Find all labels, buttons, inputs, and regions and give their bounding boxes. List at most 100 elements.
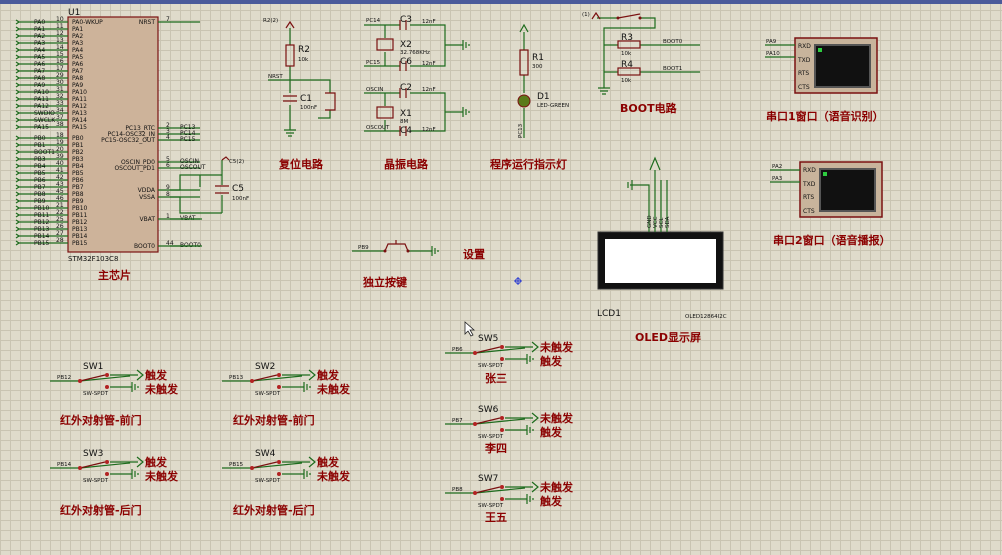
resistor-r3[interactable] [617, 40, 641, 49]
switch-net: PB7 [452, 418, 463, 424]
switch-bottom-label: 触发 [539, 425, 563, 439]
x2-value: 32.768KHz [400, 50, 430, 56]
oled-pin-scl: SCL [659, 217, 665, 228]
mcu-left-net-label: SWDIO [34, 110, 55, 117]
mcu-left-pin-number: 17 [56, 65, 64, 72]
mcu-left-pin-number: 34 [56, 107, 64, 114]
mcu-body[interactable] [67, 16, 159, 253]
switch-top-label: 触发 [316, 368, 340, 382]
switch-bottom-label: 未触发 [144, 469, 179, 483]
mcu-left-net-label: PB9 [34, 198, 46, 205]
mcu-left-pin-number: 11 [56, 23, 64, 30]
mcu-left-pin-name: PB3 [72, 156, 84, 163]
mcu-left-pin-name: PB14 [72, 233, 88, 240]
c3-ref: C3 [400, 15, 412, 25]
switch-part: SW-SPDT [255, 391, 281, 397]
mcu-left-pin-name: PA4 [72, 47, 83, 54]
mcu-left-pin-name: PA9 [72, 82, 83, 89]
title-boot: BOOT电路 [620, 101, 678, 115]
mcu-right-pin-number: 4 [166, 134, 170, 141]
mcu-left-net-label: PB15 [34, 240, 50, 247]
uart1-terminal[interactable]: RXD TXD RTS CTS PA9 PA10 [765, 37, 878, 94]
mcu-left-pin-name: PA2 [72, 33, 83, 40]
mcu-left-net-label: PB8 [34, 191, 46, 198]
switch-top-label: 触发 [144, 455, 168, 469]
oled-pin-vcc: VCC [653, 216, 659, 228]
boot-probe: (1) [582, 12, 590, 18]
mcu-left-pin-number: 46 [56, 195, 64, 202]
resistor-r1[interactable] [519, 49, 529, 76]
switch-top-label: 触发 [316, 455, 340, 469]
mcu-left-pin-name: PB7 [72, 184, 84, 191]
crystal-x1[interactable] [376, 106, 394, 119]
mcu-right-pin-name: NRST [139, 19, 155, 26]
title-reset: 复位电路 [278, 157, 324, 171]
uart2-pin-txd: TXD [802, 181, 816, 188]
mcu-right-pin-number: 2 [166, 122, 170, 129]
led-d1[interactable] [517, 94, 531, 108]
boot-circuit[interactable]: (1) R3 10k R4 10k BOOT0 BOOT1 [582, 11, 700, 95]
resistor-r2[interactable] [285, 44, 295, 67]
title-sw4: 红外对射管-后门 [233, 503, 315, 517]
mcu-left-net-label: PA2 [34, 33, 45, 40]
switch-net: PB6 [452, 347, 463, 353]
uart2-terminal[interactable]: RXD TXD RTS CTS PA2 PA3 [770, 161, 883, 218]
independent-key[interactable]: PB9 [352, 240, 439, 256]
mcu-left-pin-name: PA14 [72, 117, 87, 124]
crystal-x2[interactable] [376, 38, 394, 51]
mcu-left-net-label: BOOT1 [34, 149, 55, 156]
title-sw5: 张三 [485, 371, 507, 385]
title-crystal: 晶振电路 [384, 157, 429, 171]
ground-icon [526, 494, 534, 504]
mcu-left-pin-name: PA1 [72, 26, 83, 33]
mcu-left-net-label: PA11 [34, 96, 49, 103]
switch-ref: SW6 [478, 405, 499, 415]
capacitors-c3-c6[interactable] [399, 20, 407, 71]
reset-circuit[interactable]: R2(2) R2 10k C1 100nF NRST [263, 18, 336, 137]
c5-probe: C5(2) [229, 159, 244, 165]
mcu-left-net-label: PA6 [34, 61, 45, 68]
resistor-r4[interactable] [617, 67, 641, 76]
capacitors-c2-c4[interactable] [399, 88, 407, 136]
title-uart2: 串口2窗口（语音播报） [773, 233, 891, 247]
mcu-left-pin-number: 14 [56, 44, 64, 51]
c5-value: 100nF [232, 196, 249, 202]
oled-display[interactable]: GND VCC SCL SDA LCD1 OLED12864I2C [597, 156, 727, 320]
mcu-right-pin-name: OSCOUT_PD1 [114, 165, 155, 172]
capacitor-c5[interactable]: C5(2) C5 100nF [170, 156, 249, 214]
mcu-left-pin-number: 20 [56, 146, 64, 153]
mcu-left-net-label: PB14 [34, 233, 50, 240]
mcu-left-pin-name: PA15 [72, 124, 87, 131]
mcu-left-net-label: PA15 [34, 124, 49, 131]
title-oled: OLED显示屏 [635, 331, 701, 344]
switch-part: SW-SPDT [478, 503, 504, 509]
crystal-circuit[interactable]: PC14 PC15 C3 12nF C6 12nF X2 32.768KHz O… [364, 15, 470, 136]
mcu-right-pin-name: OSCIN_PD0 [121, 159, 155, 166]
uart1-net-pa9: PA9 [766, 39, 777, 45]
mcu-right-net-label: OSCOUT [180, 164, 206, 171]
capacitor-c1[interactable] [283, 95, 297, 102]
mcu-left-pin-number: 31 [56, 86, 64, 93]
mcu-left-pin-name: PA10 [72, 89, 87, 96]
led-circuit[interactable]: R1 300 D1 LED-GREEN PC13 [517, 23, 569, 138]
r3-value: 10k [621, 51, 632, 57]
x2-ref: X2 [400, 40, 412, 50]
mcu-left-pin-number: 10 [56, 16, 64, 23]
title-main-chip: 主芯片 [98, 268, 131, 282]
mcu-left-pin-name: PA12 [72, 103, 87, 110]
c4-ref: C4 [400, 126, 412, 136]
mcu-left-pin-number: 13 [56, 37, 64, 44]
uart1-pin-txd: TXD [797, 57, 811, 64]
boot-switch[interactable] [617, 13, 641, 19]
mcu-right-pin-number: 6 [166, 162, 170, 169]
mcu-left-pin-number: 26 [56, 223, 64, 230]
